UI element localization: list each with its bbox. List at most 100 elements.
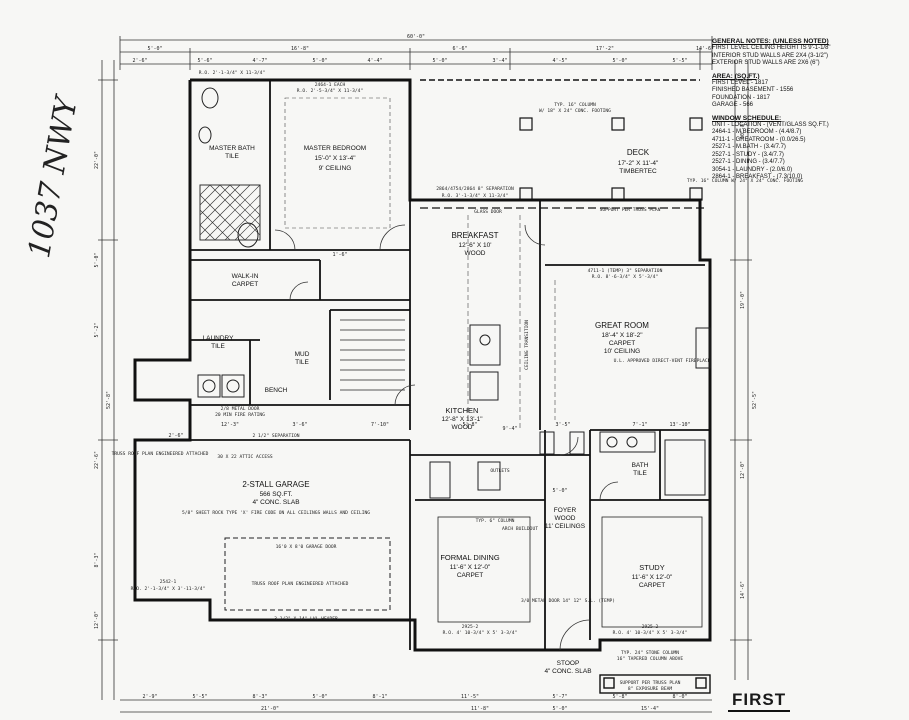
kitchen-dims: 12'-8" X 13'-1" bbox=[441, 416, 483, 423]
window-item: 3054-1 - LAUNDRY - (2.0/6.0) bbox=[712, 166, 793, 173]
bath-tile-hatch bbox=[199, 184, 261, 241]
garage-area: 566 SQ.FT. bbox=[260, 491, 293, 498]
area-title: AREA: (SQ.FT.) bbox=[712, 72, 760, 80]
fire-rating-note: 20 MIN FIRE RATING bbox=[215, 412, 265, 418]
sheet-title: FIRST bbox=[728, 690, 791, 712]
annotations: 2464-1 EACH R.O. 2'-5-3/4" X 11-3/4" R.O… bbox=[112, 70, 804, 692]
dining-window: 2925-2 bbox=[462, 624, 479, 630]
formal-dining-dims: 11'-6" X 12'-0" bbox=[450, 564, 491, 571]
deck-note: TIMBERTEC bbox=[619, 168, 657, 175]
dim-top-row-2: 6'-6" bbox=[452, 46, 467, 52]
dim-interior-6: 3'-5" bbox=[555, 422, 570, 428]
deck-footing-note: W/ 18" X 24" CONC. FOOTING bbox=[539, 108, 611, 114]
foyer-note2: 11' CEILINGS bbox=[545, 523, 586, 530]
dim-left-5: 12'-0" bbox=[94, 611, 100, 629]
great-room-note2: 10' CEILING bbox=[604, 348, 640, 355]
dim-bottom-row-7: 5'-8" bbox=[612, 694, 627, 700]
window-schedule: WINDOW SCHEDULE: UNIT - LOCATION - (VENT… bbox=[712, 115, 902, 182]
dim-interior-4: 5'-8" bbox=[462, 422, 477, 428]
breakfast-dims: 12'-6" X 10' bbox=[459, 242, 492, 249]
outlets-note: OUTLETS bbox=[490, 468, 510, 474]
dim-left-4: 8'-3" bbox=[94, 552, 100, 567]
metal-door-note: 2/8 METAL DOOR bbox=[221, 406, 260, 412]
dim-top-row2-9: 5'-5" bbox=[672, 58, 687, 64]
dim-top-row2-4: 4'-4" bbox=[367, 58, 382, 64]
ceiling-lines bbox=[284, 97, 556, 430]
dim-bottom-row-3: 5'-0" bbox=[312, 694, 327, 700]
dim-interior-7: 7'-1" bbox=[632, 422, 647, 428]
deck-label: DECK bbox=[627, 148, 650, 157]
top-window-ro: R.O. 2'-5-3/4" X 11-3/4" bbox=[297, 88, 363, 94]
dim-right-1: 19'-0" bbox=[740, 291, 746, 309]
top-window-note: 2464-1 EACH bbox=[315, 82, 346, 88]
exposure-beam-note: 8" EXPOSURE BEAM bbox=[628, 686, 672, 692]
deck-column-note: TYP. 16" COLUMN bbox=[554, 102, 596, 108]
master-bedroom-label: MASTER BEDROOM bbox=[304, 145, 366, 152]
dim-top-row2-7: 4'-5" bbox=[552, 58, 567, 64]
garage-window-ro: R.O. 2'-1-3/4" X 3'-11-3/4" bbox=[131, 586, 206, 592]
garage-note: 4" CONC. SLAB bbox=[252, 499, 299, 506]
porch-rail bbox=[599, 674, 711, 694]
breakfast-note: WOOD bbox=[465, 250, 486, 257]
study-label: STUDY bbox=[639, 563, 664, 572]
dim-bottom-overall-1: 11'-8" bbox=[471, 706, 489, 712]
deck-posts bbox=[420, 117, 705, 209]
foyer-label: FOYER bbox=[554, 507, 577, 514]
garage-header-note: 3-1/2" X 14" LVL HEADER bbox=[274, 616, 338, 622]
walk-in-note: CARPET bbox=[232, 281, 258, 288]
dim-bottom-overall-2: 5'-0" bbox=[552, 706, 567, 712]
breakfast-window-note: 2864/4754/2864 8" SEPARATION bbox=[436, 186, 514, 192]
dim-bottom-row-8: 8'-0" bbox=[672, 694, 687, 700]
deck-dims: 17'-2" X 11'-4" bbox=[618, 160, 659, 167]
general-notes: GENERAL NOTES: (UNLESS NOTED) FIRST LEVE… bbox=[712, 38, 902, 68]
attic-access-note: 30 X 22 ATTIC ACCESS bbox=[217, 454, 273, 460]
master-bath-note: TILE bbox=[225, 153, 239, 160]
window-item: 2464-1 - M.BEDROOM - (4.4/8.7) bbox=[712, 129, 802, 136]
dining-ro: R.O. 4' 10-3/4" X 5' 3-3/4" bbox=[443, 630, 518, 636]
sheetrock-note: 5/8" SHEET ROCK TYPE 'X' FIRE CODE ON AL… bbox=[182, 510, 370, 516]
bath-label: BATH bbox=[632, 462, 649, 469]
window-item: 2864-1 - BREAKFAST - (7.3/10.0) bbox=[712, 173, 803, 180]
dim-top-row-1: 16'-8" bbox=[291, 46, 309, 52]
tapered-column-note: 16" TAPERED COLUMN ABOVE bbox=[617, 656, 684, 662]
formal-dining-label: FORMAL DINING bbox=[440, 553, 499, 562]
dim-right-0: 10'-8" bbox=[740, 121, 746, 139]
door-sl-note: 3/0 METAL DOOR 14" 12" S.L. (TEMP) bbox=[521, 598, 615, 604]
study-note: CARPET bbox=[639, 582, 665, 589]
arch-note: ARCH BUILDOUT bbox=[502, 526, 538, 532]
dim-interior-3: 7'-10" bbox=[371, 422, 389, 428]
dim-top-row-4: 14'-6" bbox=[696, 46, 714, 52]
dim-bottom-row-1: 5'-5" bbox=[192, 694, 207, 700]
stairs bbox=[340, 319, 405, 391]
dim-interior-9: 2'-6" bbox=[168, 433, 183, 439]
dim-top-row-3: 17'-2" bbox=[596, 46, 614, 52]
area-item: FOUNDATION - 1817 bbox=[712, 94, 770, 101]
top-left-ro: R.O. 2'-1-3/4" X 11-3/4" bbox=[199, 70, 265, 76]
dim-left-6: 52'-8" bbox=[106, 391, 112, 409]
notes-panel: GENERAL NOTES: (UNLESS NOTED) FIRST LEVE… bbox=[712, 38, 902, 186]
dining-column-note: TYP. 6" COLUMN bbox=[476, 518, 515, 524]
great-window-note: 4711-1 (TEMP) 3" SEPARATION bbox=[588, 268, 663, 274]
garage-door-note: 16'0 X 8'0 GARAGE DOOR bbox=[276, 544, 337, 550]
dim-left-2: 5'-2" bbox=[94, 322, 100, 337]
support-bottom-note: SUPPORT PER TRUSS PLAN bbox=[620, 680, 681, 686]
walk-in-label: WALK-IN bbox=[232, 273, 259, 280]
fixtures bbox=[197, 87, 711, 628]
laundry-note: TILE bbox=[211, 343, 225, 350]
area-item: FINISHED BASEMENT - 1556 bbox=[712, 87, 794, 94]
dim-left-1: 5'-0" bbox=[94, 252, 100, 267]
door-swings bbox=[274, 224, 619, 651]
area-item: GARAGE - 566 bbox=[712, 102, 754, 109]
dim-interior-1: 12'-3" bbox=[221, 422, 239, 428]
deck-footing-right: TYP. 16" COLUMN W/ 24" X 24" CONC. FOOTI… bbox=[687, 178, 803, 184]
dim-left-3: 22'-6" bbox=[94, 451, 100, 469]
master-bath-label: MASTER BATH bbox=[209, 145, 255, 152]
mud-note: TILE bbox=[295, 359, 309, 366]
garage-window-note: 2542-1 bbox=[160, 579, 177, 585]
dim-top-row2-8: 5'-0" bbox=[612, 58, 627, 64]
stoop-note: 4" CONC. SLAB bbox=[544, 668, 591, 675]
laundry-label: LAUNDRY bbox=[203, 335, 235, 342]
dim-bottom-overall-3: 15'-4" bbox=[641, 706, 659, 712]
garage-truss-note-top: TRUSS ROOF PLAN ENGINEERED ATTACHED bbox=[112, 451, 209, 457]
room-labels: MASTER BEDROOM 15'-0" X 13'-4" 9' CEILIN… bbox=[203, 145, 673, 675]
